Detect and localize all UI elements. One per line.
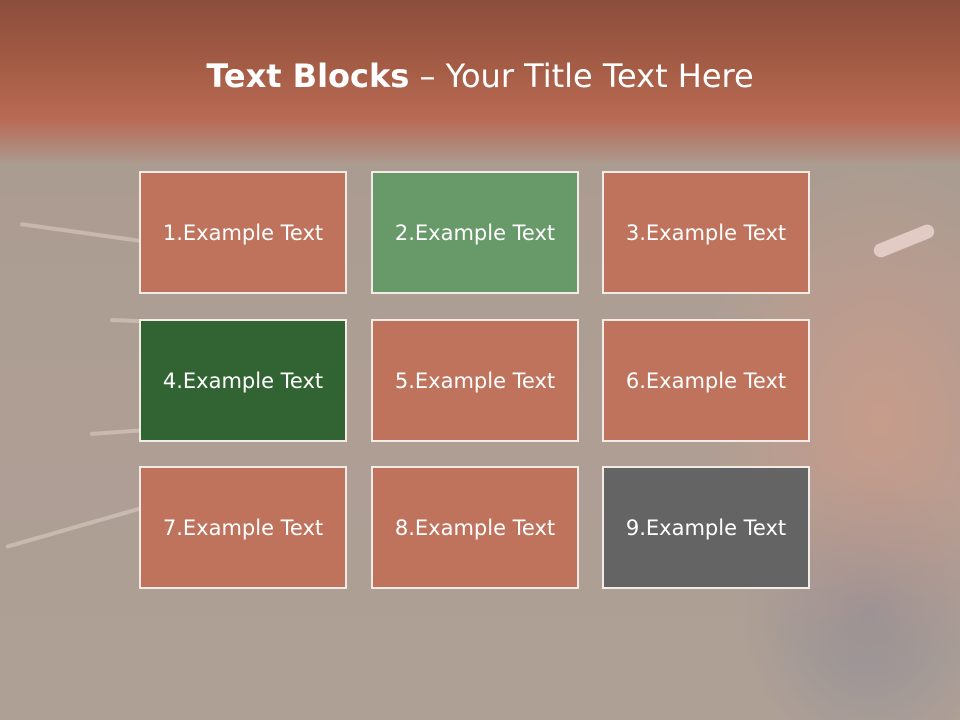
text-block-label: 1.Example Text [162, 220, 324, 245]
text-block-7[interactable]: 7.Example Text [139, 466, 347, 589]
text-block-5[interactable]: 5.Example Text [371, 319, 579, 442]
title-bold: Text Blocks [206, 57, 410, 95]
slide-title: Text Blocks – Your Title Text Here [0, 54, 960, 98]
text-block-2[interactable]: 2.Example Text [371, 171, 579, 294]
title-band [0, 0, 960, 165]
text-block-label: 4.Example Text [162, 368, 324, 393]
text-block-label: 5.Example Text [394, 368, 556, 393]
title-rest: – Your Title Text Here [409, 57, 754, 95]
text-block-label: 6.Example Text [625, 368, 787, 393]
text-block-3[interactable]: 3.Example Text [602, 171, 810, 294]
text-block-label: 9.Example Text [625, 515, 787, 540]
text-block-8[interactable]: 8.Example Text [371, 466, 579, 589]
text-block-4[interactable]: 4.Example Text [139, 319, 347, 442]
text-block-1[interactable]: 1.Example Text [139, 171, 347, 294]
text-block-6[interactable]: 6.Example Text [602, 319, 810, 442]
text-block-9[interactable]: 9.Example Text [602, 466, 810, 589]
text-block-label: 2.Example Text [394, 220, 556, 245]
text-block-label: 8.Example Text [394, 515, 556, 540]
text-block-label: 7.Example Text [162, 515, 324, 540]
text-block-label: 3.Example Text [625, 220, 787, 245]
